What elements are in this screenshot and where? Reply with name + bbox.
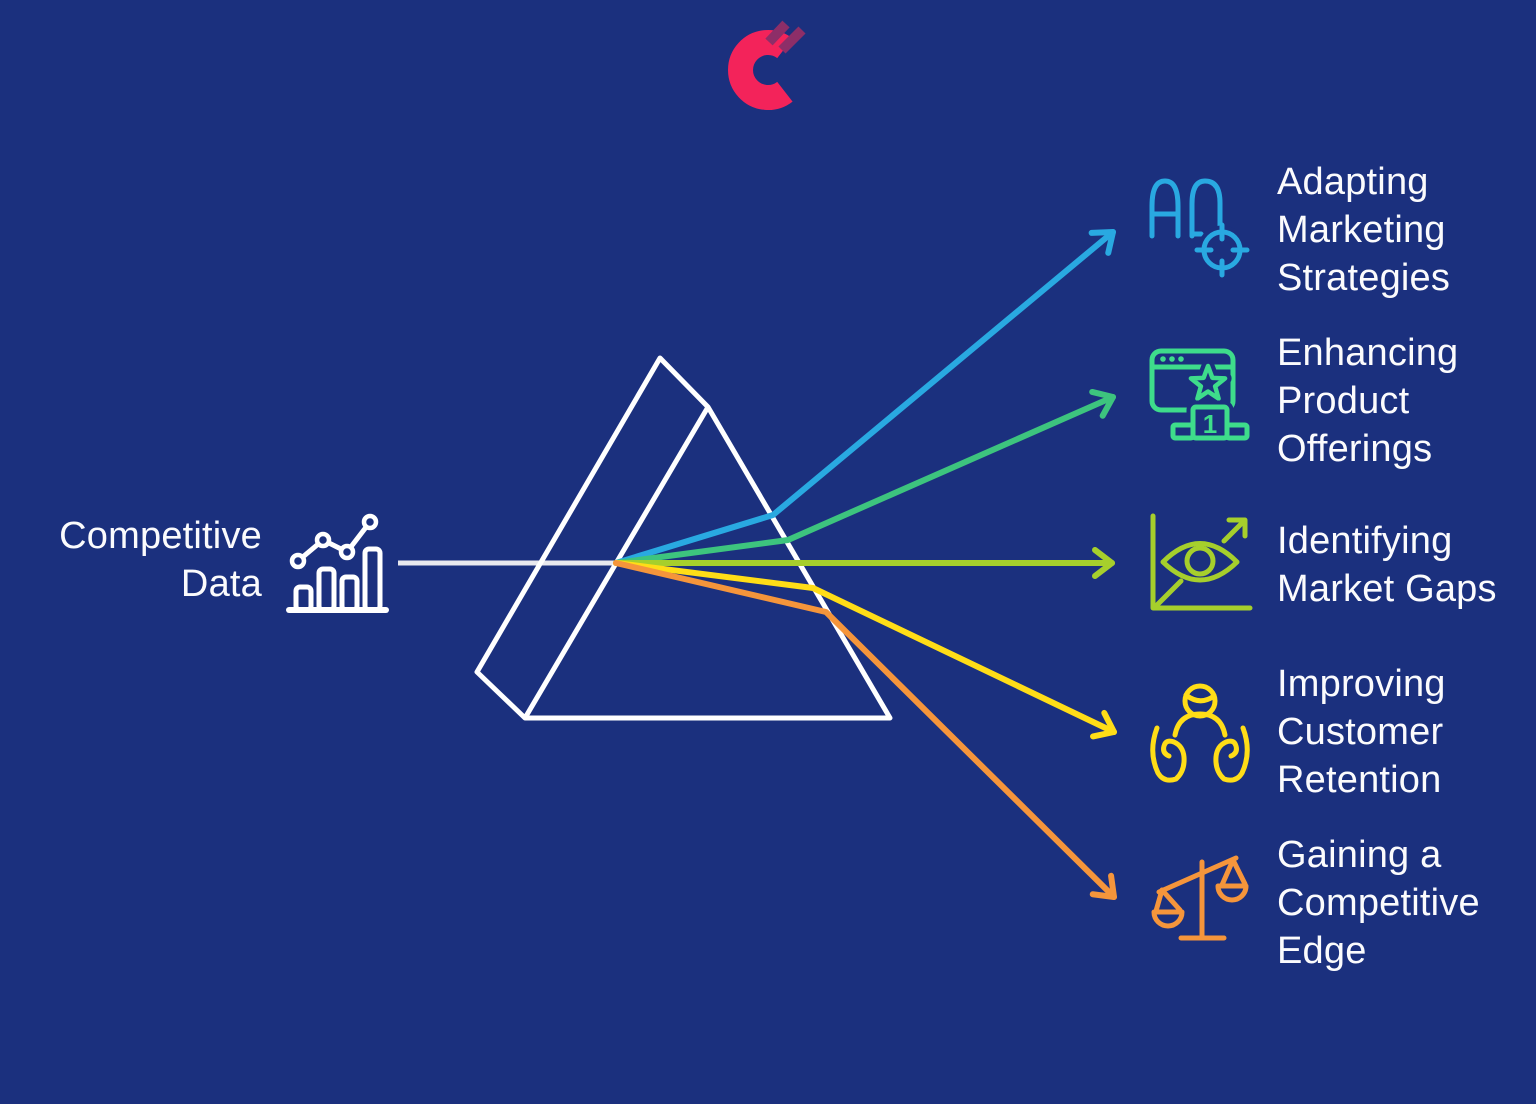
- ray-to-enhancing-product-offerings: [613, 388, 1116, 566]
- output-label-adapting-marketing-strategies: Adapting Marketing Strategies: [1277, 161, 1451, 299]
- chart-bar: [362, 546, 383, 613]
- right-hand: [1213, 725, 1250, 783]
- ray-to-adapting-marketing-strategies: [613, 229, 1116, 566]
- prism-outline: [474, 355, 893, 721]
- output-label-identifying-market-gaps: Identifying Market Gaps: [1277, 520, 1497, 610]
- refracted-rays: [613, 229, 1117, 900]
- target-crosshair-ticks: [1194, 222, 1250, 278]
- chart-trend-line: [295, 519, 373, 564]
- podium-rank-badge: 1: [1203, 409, 1217, 439]
- scales-beam: [1156, 855, 1239, 895]
- winner-podium-icon: 1: [1149, 348, 1250, 445]
- chart-axes: [1150, 513, 1253, 611]
- customer-hands-icon: [1150, 683, 1250, 783]
- eye-pupil: [1184, 545, 1216, 577]
- c-logo-arc: [728, 30, 793, 110]
- scales-left-pan: [1151, 887, 1185, 929]
- source-label: Competitive Data: [59, 515, 262, 605]
- c-logo-stripes: [765, 20, 806, 54]
- c-logo: [728, 20, 806, 110]
- ray-to-gaining-competitive-edge: [613, 560, 1117, 900]
- chart-bar: [339, 574, 360, 613]
- balance-scales-icon: [1151, 855, 1249, 941]
- ray-to-improving-customer-retention: [613, 560, 1117, 740]
- ad-target-icon: [1149, 178, 1250, 278]
- chart-trend-dots: [289, 513, 379, 570]
- browser-dots: [1160, 356, 1184, 362]
- left-hand: [1150, 725, 1187, 783]
- growth-arrow: [1221, 517, 1248, 544]
- eye-outline: [1160, 541, 1240, 583]
- chart-bar: [316, 566, 337, 613]
- person-shoulders: [1172, 711, 1228, 738]
- scales-right-pan: [1215, 857, 1249, 903]
- output-label-gaining-competitive-edge: Gaining a Competitive Edge: [1277, 834, 1480, 972]
- chart-bar: [293, 584, 314, 613]
- person-hair: [1183, 692, 1217, 704]
- star-shape: [1188, 363, 1228, 401]
- output-label-enhancing-product-offerings: Enhancing Product Offerings: [1277, 332, 1459, 470]
- eye-growth-chart-icon: [1150, 513, 1253, 611]
- letter-d: [1189, 178, 1223, 239]
- trend-diagonal: [1153, 578, 1184, 609]
- podium-center-block: [1190, 404, 1230, 441]
- letter-a: [1149, 178, 1181, 239]
- bar-chart-trend-icon: [286, 513, 389, 613]
- output-label-improving-customer-retention: Improving Customer Retention: [1277, 663, 1446, 801]
